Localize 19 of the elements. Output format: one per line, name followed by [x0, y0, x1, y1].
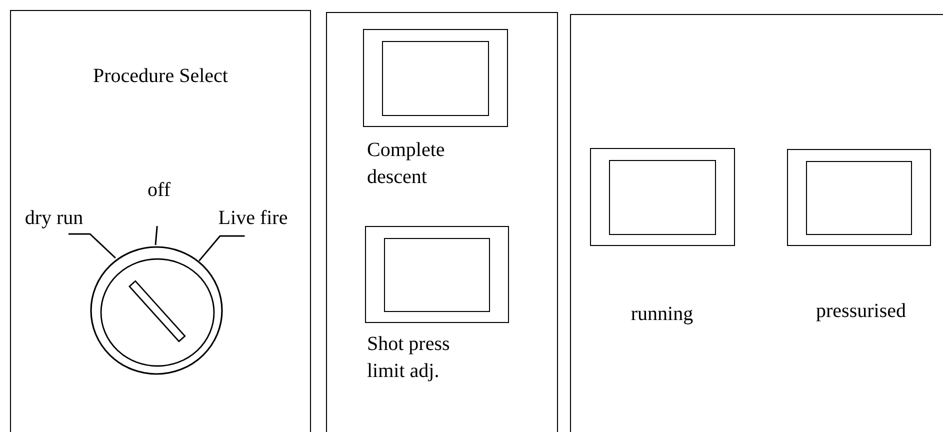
leader-line — [68, 233, 116, 259]
indicator-lamp — [590, 148, 735, 246]
leader-line — [154, 226, 158, 246]
lamp-label: Complete descent — [367, 138, 446, 190]
control-panel — [10, 10, 311, 432]
indicator-lamp — [363, 29, 508, 127]
switch-position-label: dry run — [11, 205, 97, 231]
lamp-label: pressurised — [815, 299, 907, 324]
rotary-switch-drawing — [90, 246, 223, 375]
indicator-lamp — [365, 226, 509, 323]
indicator-lamp — [787, 149, 931, 246]
leader-line — [198, 235, 245, 262]
control-panel — [570, 14, 943, 432]
lamp-label: Shot press limit adj. — [367, 332, 451, 384]
panel-title: Procedure Select — [92, 64, 229, 89]
lamp-label: running — [630, 302, 694, 327]
switch-position-label: off — [137, 177, 181, 203]
control-panel — [326, 12, 558, 432]
switch-position-label: Live fire — [201, 205, 305, 231]
